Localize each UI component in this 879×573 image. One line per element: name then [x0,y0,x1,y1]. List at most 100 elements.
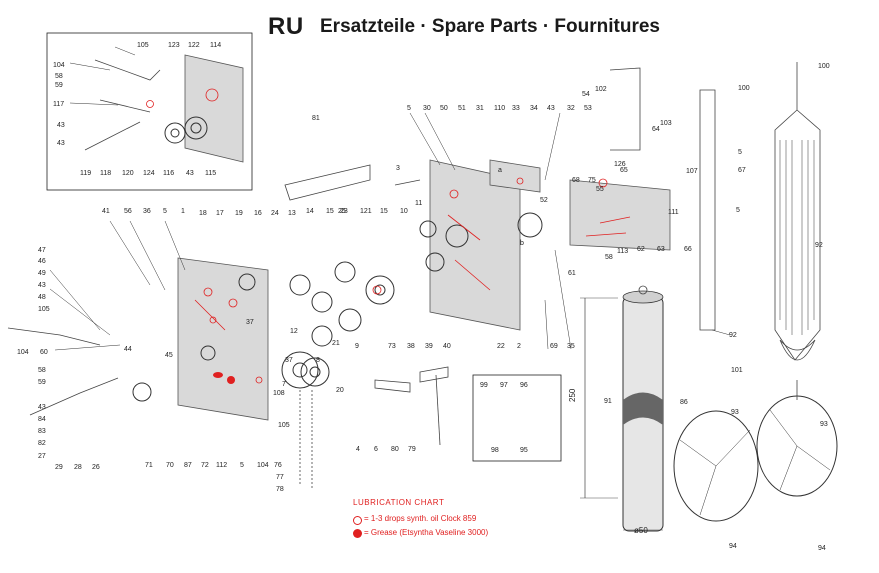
callout: 16 [254,210,262,217]
callout: 112 [216,462,227,469]
callout: 58 [55,73,63,80]
callout: 43 [38,282,46,289]
callout: 111 [668,209,679,216]
callout: 40 [443,343,451,350]
callout: 10 [400,208,408,215]
callout: 60 [40,349,48,356]
callout: 78 [276,486,284,493]
callout: 94 [729,543,737,550]
callout: 12 [290,328,298,335]
callout: 104 [53,62,65,69]
callout: 43 [57,122,65,129]
callout: 15 [380,208,388,215]
callout: 61 [568,270,576,277]
front-plate [177,257,269,421]
page-title: Ersatzteile · Spare Parts · Fournitures [320,16,660,37]
callout: 100 [738,85,750,92]
callout: 110 [494,105,505,112]
callout: 2 [517,343,521,350]
callout: 83 [38,428,46,435]
pendulum-rod-92 [699,89,716,331]
callout: 113 [617,248,628,255]
callout: 72 [201,462,209,469]
driving-weight-91 [622,285,664,532]
callout: 64 [652,126,660,133]
callout: 105 [38,306,50,313]
callout: 35 [567,343,575,350]
part-81 [284,164,371,201]
callout: 118 [100,170,111,177]
callout: 67 [738,167,746,174]
callout: 41 [102,208,110,215]
callout: 117 [53,101,64,108]
callout: 20 [336,387,344,394]
callout: 30 [423,105,431,112]
callout: 36 [143,208,151,215]
callout: 100 [818,63,830,70]
callout: 53 [584,105,592,112]
callout: 116 [163,170,174,177]
callout: 114 [210,42,221,49]
grease-symbol-icon [353,529,362,538]
part-callouts: 105 123 122 114 104 58 59 117 43 43 119 … [17,42,830,552]
callout: 87 [184,462,192,469]
callout: 101 [731,367,743,374]
callout: 91 [604,398,612,405]
callout: 107 [686,168,698,175]
callout: 15 [326,208,334,215]
callout: 93 [731,409,739,416]
callout: 92 [729,332,737,339]
callout: 13 [288,210,296,217]
callout: 23 [340,208,348,215]
callout: 98 [491,447,499,454]
callout: 7 [282,381,286,388]
callout: 11 [415,200,422,207]
callout: 19 [235,210,243,217]
callout: 66 [684,246,692,253]
leader-lines [49,46,731,351]
callout: 97 [500,382,508,389]
callout: 81 [312,115,320,122]
callout: 102 [595,86,607,93]
callout: 45 [165,352,173,359]
oil-legend-text: = 1-3 drops synth. oil Clock 859 [364,514,477,523]
callout: 93 [820,421,828,428]
callout: 49 [38,270,46,277]
callout: 96 [520,382,528,389]
inset-detail-box [472,374,562,462]
callout: 31 [476,105,484,112]
callout: 124 [143,170,155,177]
callout: 50 [440,105,448,112]
callout: 37 [246,319,254,326]
callout: 99 [480,382,488,389]
callout: 5 [738,149,742,156]
callout: 92 [815,242,823,249]
callout: 5 [163,208,167,215]
callout: 73 [388,343,396,350]
callout: 94 [818,545,826,552]
callout: 86 [680,399,688,406]
inset-plate [184,54,244,163]
callout: 63 [657,246,665,253]
callout: 108 [273,390,285,397]
callout: 22 [497,343,505,350]
callout: 122 [188,42,200,49]
callout: 29 [55,464,63,471]
callout: 14 [306,208,314,215]
callout: 123 [168,42,180,49]
callout: 4 [356,446,360,453]
catalog-code: RU [268,13,304,40]
callout: 5 [736,207,740,214]
callout: 71 [145,462,153,469]
callout: 105 [137,42,149,49]
callout: 59 [55,82,63,89]
callout: 25 [338,208,346,215]
callout: 5 [240,462,244,469]
callout: 3 [396,165,400,172]
callout: 47 [38,247,46,254]
lyre-pendulum-92 [774,62,821,400]
diameter-dimension-label: ø50 [634,526,648,535]
callout: 69 [550,343,558,350]
